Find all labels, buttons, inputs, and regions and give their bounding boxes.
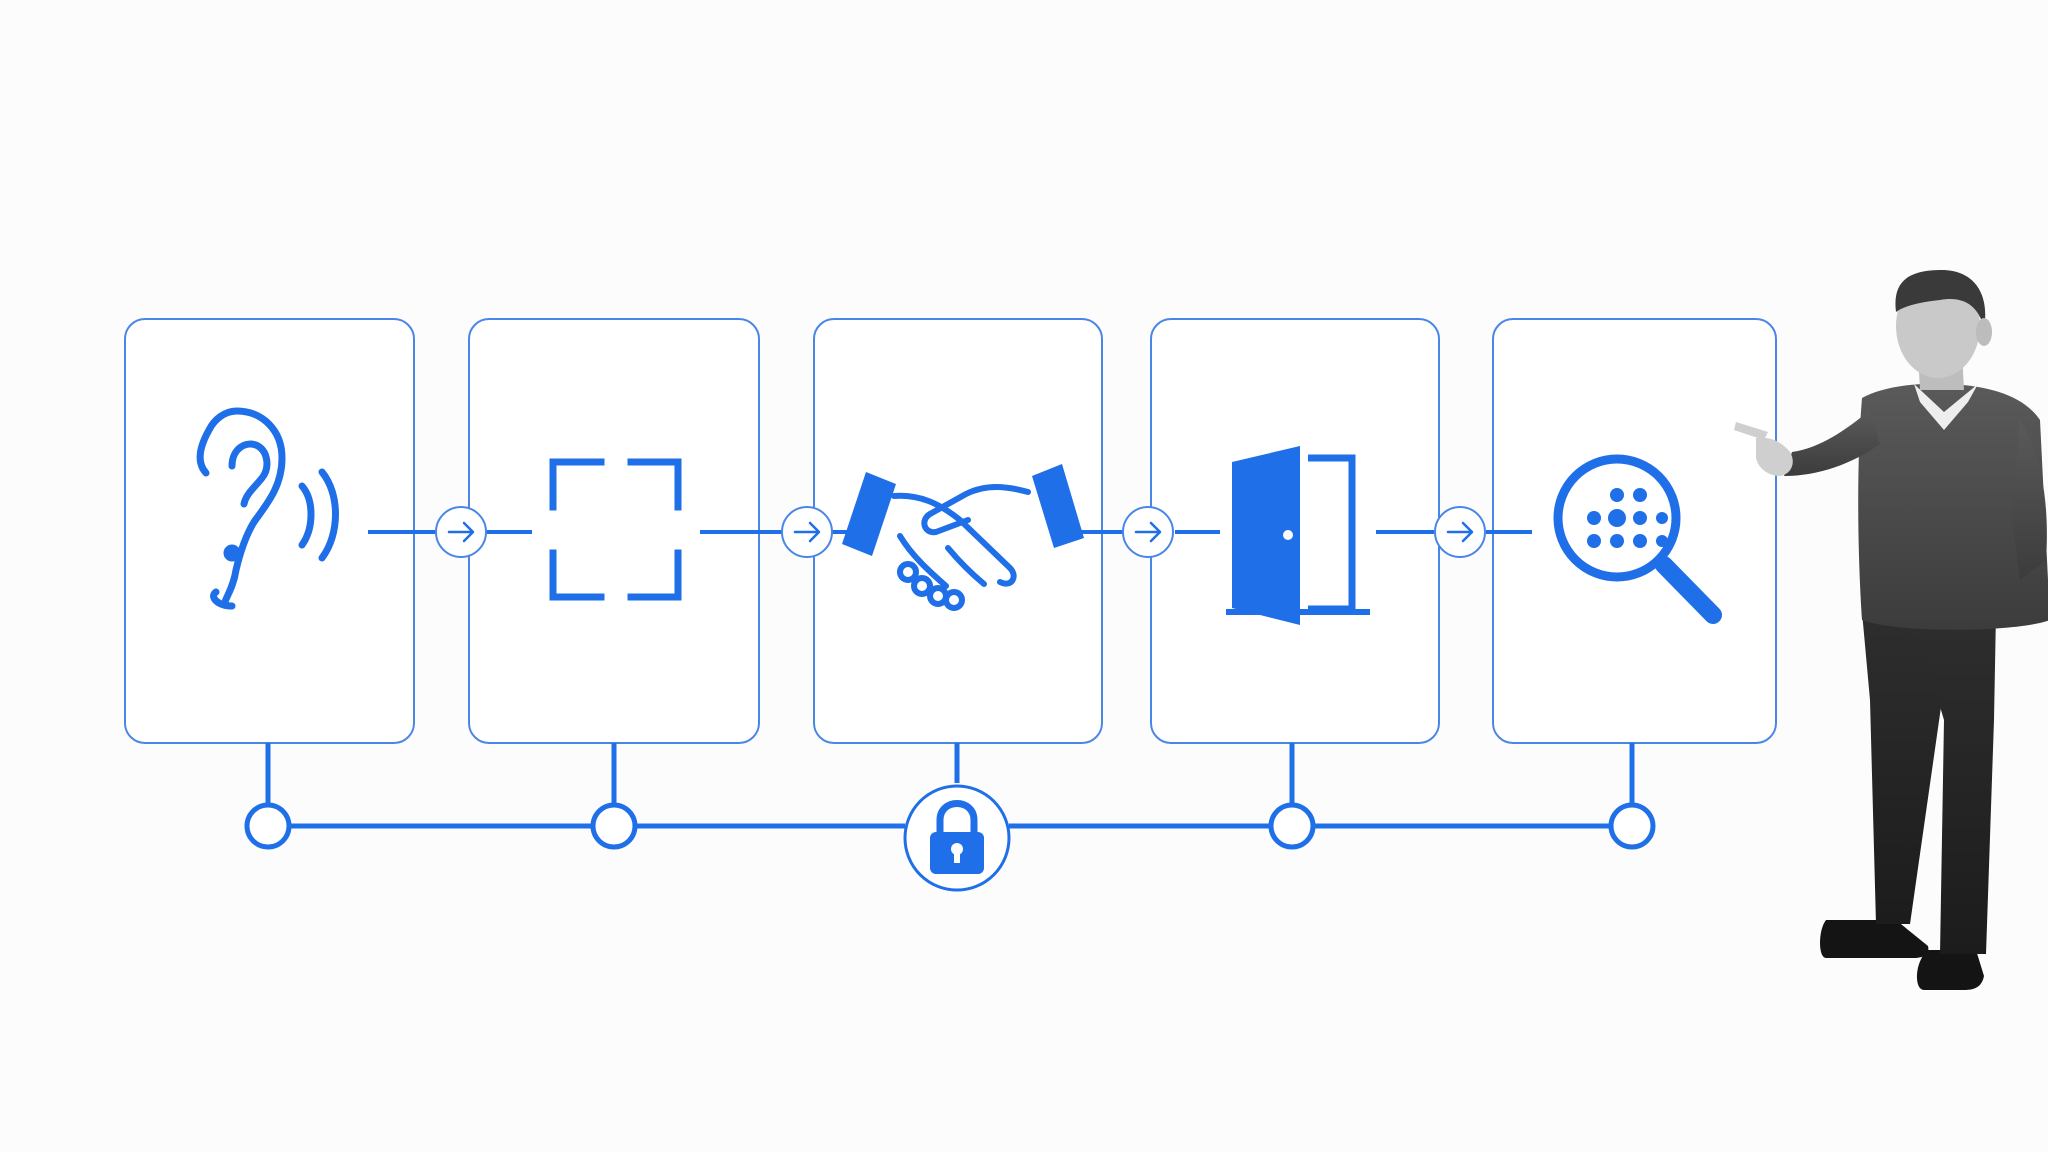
presenter-figure xyxy=(1734,270,2048,990)
ear-listening-icon xyxy=(196,407,339,610)
timeline-node-1 xyxy=(244,802,292,850)
arrow-right-icon xyxy=(1434,506,1486,558)
focus-frame-icon xyxy=(549,458,682,601)
arrow-right-icon xyxy=(781,506,833,558)
padlock-icon xyxy=(903,784,1011,892)
arrow-right-icon xyxy=(435,506,487,558)
right-shoe xyxy=(1916,950,1984,990)
handshake-icon xyxy=(842,464,1084,611)
timeline-node-4 xyxy=(1268,802,1316,850)
open-door-icon xyxy=(1226,446,1370,625)
timeline-node-2 xyxy=(590,802,638,850)
arrow-right-icon xyxy=(1122,506,1174,558)
timeline-node-5 xyxy=(1608,802,1656,850)
timeline xyxy=(265,743,1635,829)
left-shoe xyxy=(1820,920,1929,958)
step-card-5 xyxy=(1492,318,1777,744)
magnifier-dots-icon xyxy=(1553,454,1722,624)
